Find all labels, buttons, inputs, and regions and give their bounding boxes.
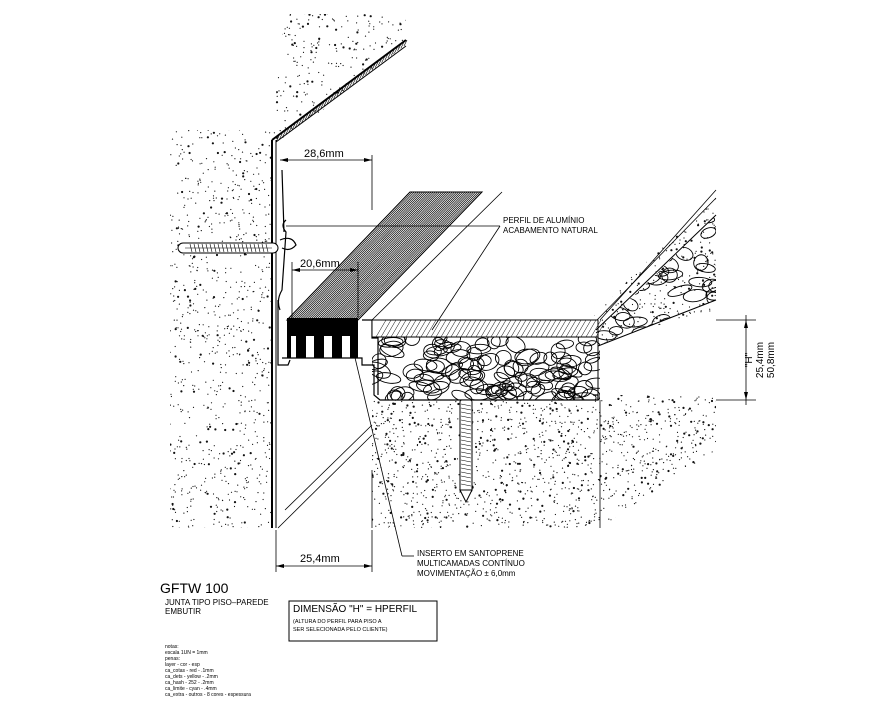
dimension-box-title: DIMENSÃO "H" = HPERFIL (293, 604, 418, 615)
leader-lines (286, 225, 501, 557)
notes-line: ca_cotas - red - .1mm (165, 668, 214, 674)
dim-top-width: 28,6mm (304, 148, 344, 160)
stone-subfloor-slope (595, 215, 716, 345)
wall-anchor-bolt (177, 242, 279, 254)
concrete-ground-stipple (372, 395, 716, 528)
drawing-code: GFTW 100 (160, 580, 229, 596)
profile-callout-line1: PERFIL DE ALUMÍNIO (503, 216, 585, 225)
dimension-box-note-1: (ALTURA DO PERFIL PARA PISO A (293, 619, 382, 625)
drawing-subtitle-2: EMBUTIR (165, 607, 201, 616)
slope-outline (595, 214, 717, 395)
notes-line: ca_extra - outros - 8 cores - espessura (165, 692, 251, 698)
stone-subfloor (372, 337, 600, 400)
wall-finish-hatch (275, 39, 408, 143)
projection-lines (277, 189, 717, 529)
dim-bottom-width: 25,4mm (300, 553, 340, 565)
dimension-h-box (288, 600, 438, 642)
notes-line: escala 1UN = 1mm (165, 650, 208, 656)
drawing-subtitle-1: JUNTA TIPO PISO–PAREDE (165, 598, 269, 607)
notes-line: ca_hash - 252 - .2mm (165, 680, 214, 686)
floor-anchor-bolt (459, 399, 473, 504)
notes-line: layer - cor - esp (165, 662, 200, 668)
dimension-arrows (276, 158, 748, 568)
dimension-lines (275, 155, 756, 572)
dim-height-h: "H" (744, 352, 755, 367)
dim-height-max: 50,8mm (766, 342, 777, 378)
insert-callout-line1: INSERTO EM SANTOPRENE (417, 549, 524, 558)
notes-line: ca_limite - cyan - .4mm (165, 686, 217, 692)
notes-line: penas: (165, 656, 181, 662)
profile-callout-line2: ACABAMENTO NATURAL (503, 226, 598, 235)
dim-inner-width: 20,6mm (300, 258, 340, 270)
aluminum-base-profile (277, 169, 599, 401)
insert-callout-line2: MULTICAMADAS CONTÍNUO (417, 559, 525, 568)
insert-callout-line3: MOVIMENTAÇÃO ± 6,0mm (417, 569, 516, 578)
dim-height-min: 25,4mm (755, 342, 766, 378)
notes-heading: notas: (165, 644, 179, 650)
santoprene-insert (287, 318, 358, 358)
wall-outline (271, 39, 407, 528)
notes-line: ca_dets - yellow - .2mm (165, 674, 218, 680)
floor-tile (371, 319, 607, 338)
dimension-box-note-2: SER SELECIONADA PELO CLIENTE) (293, 627, 388, 633)
aluminum-profile-band (285, 191, 484, 321)
